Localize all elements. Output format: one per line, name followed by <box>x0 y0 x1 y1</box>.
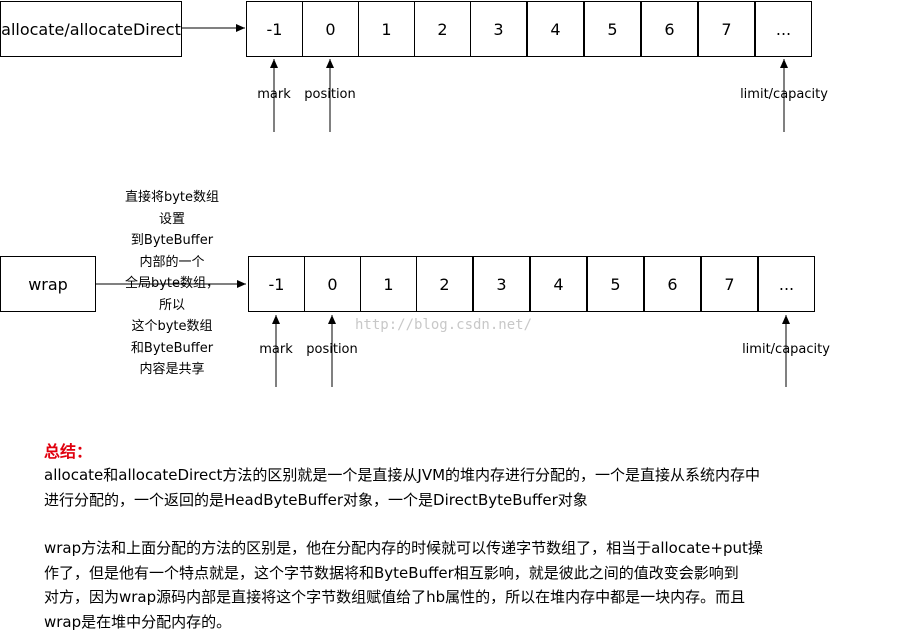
bottom-cell-value: ... <box>779 275 794 294</box>
wrap-note-line: 内容是共享 <box>112 359 232 381</box>
top-cell: 3 <box>470 1 527 57</box>
bottom-cell-value: 7 <box>724 275 734 294</box>
top-cell-value: ... <box>776 20 791 39</box>
top-cell: ... <box>755 1 812 57</box>
top-cell-value: -1 <box>267 20 283 39</box>
top-cell: 2 <box>414 1 471 57</box>
top-cell: 0 <box>302 1 359 57</box>
wrap-note-line: 和ByteBuffer <box>112 338 232 360</box>
top-cell: -1 <box>246 1 303 57</box>
wrap-note-line: 直接将byte数组 <box>112 187 232 209</box>
summary-paragraph-1: allocate和allocateDirect方法的区别就是一个是直接从JVM的… <box>44 463 900 512</box>
bottom-limit-label: limit/capacity <box>742 342 830 357</box>
wrap-source-label: wrap <box>28 275 68 294</box>
wrap-note-line: 设置 <box>112 209 232 231</box>
top-position-label: position <box>304 87 356 102</box>
top-cell: 7 <box>698 1 755 57</box>
bottom-position-label: position <box>306 342 358 357</box>
wrap-source-box: wrap <box>0 256 96 312</box>
wrap-note: 直接将byte数组 设置 到ByteBuffer 内部的一个 全局byte数组，… <box>112 187 232 381</box>
summary-line: wrap是在堆中分配内存的。 <box>44 610 900 634</box>
summary-line: wrap方法和上面分配的方法的区别是，他在分配内存的时候就可以传递字节数组了，相… <box>44 536 900 561</box>
bottom-cell-value: 0 <box>327 275 337 294</box>
summary-paragraph-2: wrap方法和上面分配的方法的区别是，他在分配内存的时候就可以传递字节数组了，相… <box>44 536 900 634</box>
top-mark-label: mark <box>257 87 291 102</box>
allocate-source-label: allocate/allocateDirect <box>1 20 181 39</box>
bottom-cell: 7 <box>701 256 758 312</box>
bottom-cell: 2 <box>416 256 473 312</box>
top-cell-value: 4 <box>550 20 560 39</box>
top-cell-value: 7 <box>721 20 731 39</box>
bottom-cell-value: 2 <box>439 275 449 294</box>
summary-title: 总结： <box>44 438 92 462</box>
top-cell-value: 5 <box>607 20 617 39</box>
bottom-cell: 1 <box>360 256 417 312</box>
wrap-note-line: 这个byte数组 <box>112 316 232 338</box>
bottom-cell-value: 4 <box>553 275 563 294</box>
bottom-cell-value: 3 <box>496 275 506 294</box>
allocate-source-box: allocate/allocateDirect <box>0 1 182 57</box>
bottom-cell-value: 5 <box>610 275 620 294</box>
bottom-cell: 6 <box>644 256 701 312</box>
bottom-cell-value: 6 <box>667 275 677 294</box>
bottom-cell-value: 1 <box>383 275 393 294</box>
watermark: http://blog.csdn.net/ <box>355 317 532 333</box>
bottom-cell: 5 <box>587 256 644 312</box>
summary-line: allocate和allocateDirect方法的区别就是一个是直接从JVM的… <box>44 463 900 488</box>
top-cell-value: 1 <box>381 20 391 39</box>
wrap-note-line: 所以 <box>112 295 232 317</box>
bottom-cell: 0 <box>304 256 361 312</box>
top-cell: 1 <box>358 1 415 57</box>
top-cell: 6 <box>641 1 698 57</box>
bottom-cell: 3 <box>473 256 530 312</box>
bottom-cell: -1 <box>248 256 305 312</box>
top-cell: 5 <box>584 1 641 57</box>
top-limit-label: limit/capacity <box>740 87 828 102</box>
summary-line: 进行分配的，一个返回的是HeadByteBuffer对象，一个是DirectBy… <box>44 488 900 513</box>
summary-line: 作了，但是他有一个特点就是，这个字节数据将和ByteBuffer相互影响，就是彼… <box>44 561 900 586</box>
bottom-cell: ... <box>758 256 815 312</box>
top-cell-value: 3 <box>493 20 503 39</box>
bottom-mark-label: mark <box>259 342 293 357</box>
wrap-note-line: 到ByteBuffer <box>112 230 232 252</box>
wrap-note-line: 内部的一个 <box>112 252 232 274</box>
top-cell-value: 0 <box>325 20 335 39</box>
top-cell-value: 2 <box>437 20 447 39</box>
top-cell-value: 6 <box>664 20 674 39</box>
bottom-cell: 4 <box>530 256 587 312</box>
top-cell: 4 <box>527 1 584 57</box>
bottom-cell-value: -1 <box>269 275 285 294</box>
wrap-note-line: 全局byte数组， <box>112 273 232 295</box>
summary-line: 对方，因为wrap源码内部是直接将这个字节数组赋值给了hb属性的，所以在堆内存中… <box>44 585 900 610</box>
